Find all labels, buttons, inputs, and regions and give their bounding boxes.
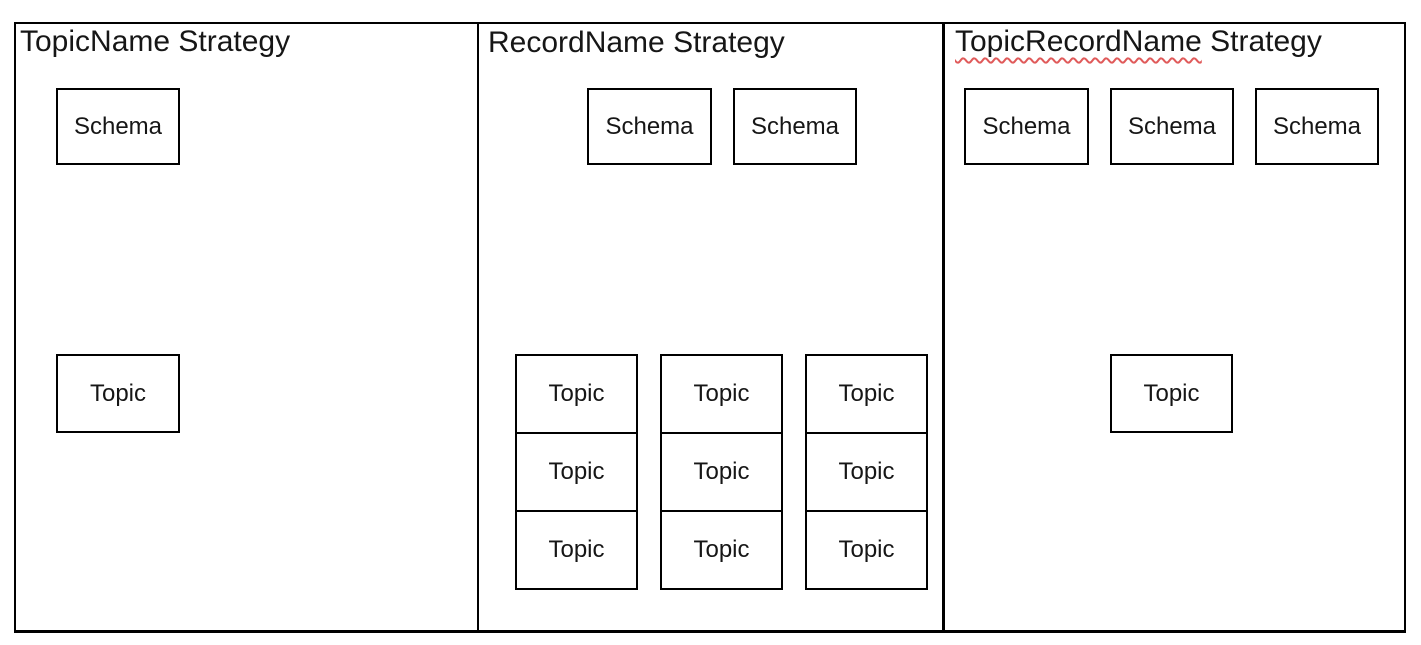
panel-title-suffix: Strategy bbox=[1201, 25, 1322, 58]
topic-box: Topic bbox=[660, 432, 783, 512]
topic-stack: Topic Topic Topic bbox=[805, 354, 928, 590]
topic-box: Topic bbox=[660, 354, 783, 434]
topic-box: Topic bbox=[805, 354, 928, 434]
panel-title: TopicRecordName Strategy bbox=[955, 24, 1322, 60]
panel-title: RecordName Strategy bbox=[488, 26, 785, 59]
diagram-outer-border bbox=[14, 22, 1406, 633]
panel-recordname-strategy: RecordName Strategy Schema Schema Topic … bbox=[479, 22, 942, 633]
schema-box: Schema bbox=[1110, 88, 1234, 165]
topic-box: Topic bbox=[56, 354, 180, 433]
topic-box: Topic bbox=[515, 510, 638, 590]
topic-box: Topic bbox=[805, 510, 928, 590]
schema-box: Schema bbox=[964, 88, 1089, 165]
topic-box: Topic bbox=[515, 432, 638, 512]
topic-box: Topic bbox=[1110, 354, 1233, 433]
topic-stack: Topic Topic Topic bbox=[515, 354, 638, 590]
topic-box: Topic bbox=[805, 432, 928, 512]
panel-topicrecordname-strategy: TopicRecordName Strategy Schema Schema S… bbox=[945, 22, 1406, 633]
panel-title: TopicName Strategy bbox=[20, 25, 291, 58]
schema-box: Schema bbox=[1255, 88, 1379, 165]
spellchecked-word: TopicRecordName bbox=[955, 25, 1202, 58]
topic-stack: Topic Topic Topic bbox=[660, 354, 783, 590]
topic-box: Topic bbox=[515, 354, 638, 434]
panel-divider-2 bbox=[942, 22, 945, 633]
panel-divider-1 bbox=[477, 22, 479, 633]
topic-box: Topic bbox=[660, 510, 783, 590]
panel-topicname-strategy: TopicName Strategy Schema Topic bbox=[14, 22, 477, 633]
schema-box: Schema bbox=[733, 88, 857, 165]
schema-box: Schema bbox=[587, 88, 712, 165]
schema-box: Schema bbox=[56, 88, 180, 165]
